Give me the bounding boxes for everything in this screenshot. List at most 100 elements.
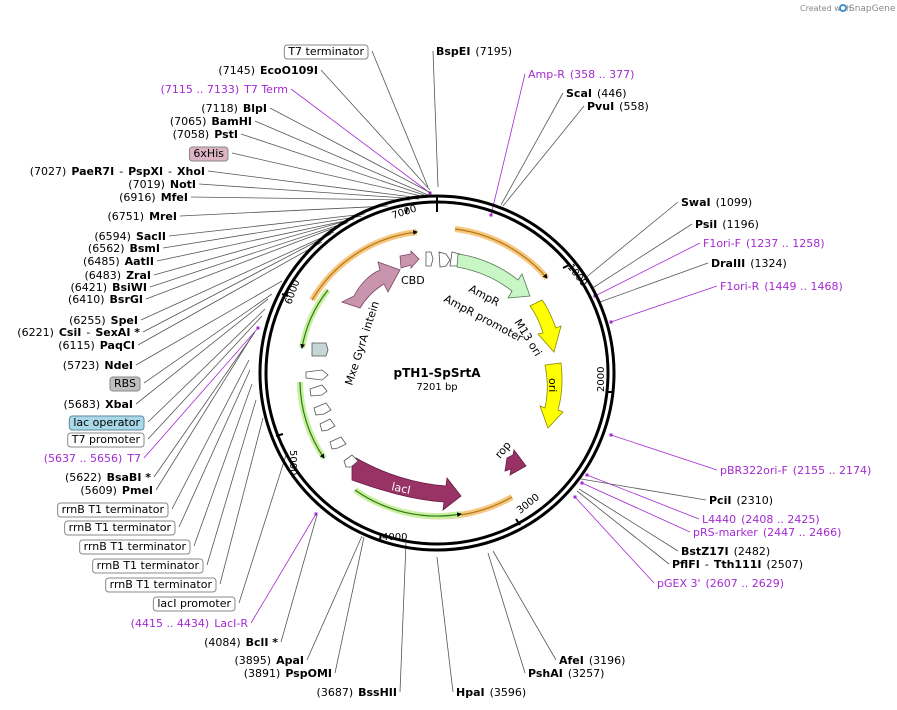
- leader-line: [334, 536, 365, 674]
- small-feature-7: [319, 418, 336, 432]
- map-label[interactable]: T7 promoter: [67, 432, 145, 448]
- map-label[interactable]: (6410)BsrGI: [68, 293, 143, 306]
- map-label[interactable]: ScaI(446): [566, 87, 627, 100]
- small-feature-8: [329, 436, 347, 450]
- label-part: EcoO109I: [260, 64, 318, 77]
- map-label[interactable]: (5723)NdeI: [63, 359, 133, 372]
- map-label[interactable]: (7115 .. 7133)T7 Term: [161, 83, 288, 96]
- map-label[interactable]: (3891)PspOMI: [244, 667, 332, 680]
- map-label[interactable]: (3895)ApaI: [235, 654, 304, 667]
- map-label[interactable]: (5637 .. 5656)T7: [44, 452, 141, 465]
- map-label[interactable]: lac operator: [68, 415, 145, 431]
- label-part: pGEX 3': [657, 577, 701, 590]
- label-part: (7195): [475, 45, 512, 58]
- map-label[interactable]: (6115)PaqCI: [58, 339, 135, 352]
- map-label[interactable]: (5683)XbaI: [64, 398, 133, 411]
- map-label[interactable]: Amp-R(358 .. 377): [528, 68, 634, 81]
- label-part: PmeI: [122, 484, 153, 497]
- leader-line: [162, 215, 363, 249]
- map-label[interactable]: (6751)MreI: [107, 210, 177, 223]
- label-part: F1ori-R: [720, 280, 760, 293]
- map-label[interactable]: (7019)NotI: [128, 178, 196, 191]
- label-part: BsiWI: [112, 281, 147, 294]
- label-part: PspOMI: [285, 667, 332, 680]
- map-label[interactable]: AfeI(3196): [559, 654, 625, 667]
- map-label[interactable]: (7058)PstI: [173, 128, 238, 141]
- map-label[interactable]: (6916)MfeI: [119, 191, 188, 204]
- leader-line: [250, 513, 317, 624]
- label-part: rrnB T1 terminator: [84, 540, 187, 553]
- leader-line: [168, 213, 366, 237]
- map-label[interactable]: F1ori-F(1237 .. 1258): [703, 237, 825, 250]
- map-label[interactable]: SwaI(1099): [681, 196, 752, 209]
- leader-line: [574, 496, 655, 584]
- label-part: (1237 .. 1258): [746, 237, 825, 250]
- leader-line: [156, 218, 355, 262]
- label-part: PvuI: [587, 100, 614, 113]
- map-label[interactable]: (7027)PaeR7I-PspXI-XhoI: [30, 165, 205, 178]
- label-part: PshAI: [528, 667, 563, 680]
- label-part: MreI: [149, 210, 177, 223]
- green-arcs: [297, 288, 462, 519]
- leader-line: [576, 490, 670, 565]
- map-label[interactable]: (5609)PmeI: [80, 484, 153, 497]
- leader-line: [147, 315, 263, 440]
- map-label[interactable]: rrnB T1 terminator: [57, 502, 169, 518]
- map-label[interactable]: (6483)ZraI: [85, 269, 152, 282]
- map-label[interactable]: PciI(2310): [709, 494, 773, 507]
- map-label[interactable]: (6594)SacII: [94, 230, 166, 243]
- label-part: NdeI: [104, 359, 133, 372]
- small-feature-3: [311, 342, 329, 357]
- map-label[interactable]: rrnB T1 terminator: [79, 539, 191, 555]
- map-label[interactable]: PflFI-Tth111I(2507): [672, 558, 803, 571]
- map-label[interactable]: pGEX 3'(2607 .. 2629): [657, 577, 784, 590]
- map-label[interactable]: L4440(2408 .. 2425): [702, 513, 820, 526]
- label-part: AatII: [125, 255, 154, 268]
- label-part: Tth111I: [714, 558, 762, 571]
- label-part: Amp-R: [528, 68, 565, 81]
- label-part: -: [119, 165, 123, 178]
- map-label[interactable]: (5622)BsaBI *: [65, 471, 151, 484]
- map-label[interactable]: DraIII(1324): [711, 257, 787, 270]
- map-label[interactable]: HpaI(3596): [456, 686, 526, 699]
- map-label[interactable]: BspEI(7195): [436, 45, 512, 58]
- leader-line: [583, 201, 679, 280]
- map-label[interactable]: (4415 .. 4434)LacI-R: [131, 617, 249, 630]
- map-label[interactable]: (6421)BsiWI: [70, 281, 147, 294]
- map-label[interactable]: pRS-marker(2447 .. 2466): [693, 526, 841, 539]
- map-label[interactable]: lacI promoter: [152, 596, 236, 612]
- map-label[interactable]: rrnB T1 terminator: [105, 577, 217, 593]
- map-label[interactable]: RBS: [109, 376, 141, 392]
- map-label[interactable]: PshAI(3257): [528, 667, 604, 680]
- map-label[interactable]: (6221)CsiI-SexAI *: [17, 326, 140, 339]
- map-label[interactable]: 6xHis: [188, 146, 229, 162]
- map-label[interactable]: (6255)SpeI: [69, 314, 138, 327]
- small-feature-4: [305, 369, 329, 381]
- label-part: (7058): [173, 128, 210, 141]
- ori-arrow: [539, 362, 564, 429]
- map-label[interactable]: (6562)BsmI: [88, 242, 160, 255]
- map-label[interactable]: PvuI(558): [587, 100, 649, 113]
- label-part: L4440: [702, 513, 736, 526]
- map-label[interactable]: rrnB T1 terminator: [64, 520, 176, 536]
- leader-line: [137, 241, 323, 346]
- map-label[interactable]: T7 terminator: [283, 44, 369, 60]
- label-part: MfeI: [161, 191, 188, 204]
- leader-line: [140, 231, 335, 321]
- map-label[interactable]: pBR322ori-F(2155 .. 2174): [720, 464, 871, 477]
- leader-line: [143, 327, 259, 459]
- map-label[interactable]: (6485)AatII: [83, 255, 154, 268]
- map-label[interactable]: (7118)BlpI: [201, 102, 267, 115]
- map-label[interactable]: (7145) EcoO109I: [218, 64, 318, 77]
- map-label[interactable]: (3687)BssHII: [317, 686, 397, 699]
- label-part: (2447 .. 2466): [763, 526, 842, 539]
- map-label[interactable]: PsiI(1196): [695, 218, 759, 231]
- label-part: (3895): [235, 654, 272, 667]
- map-label[interactable]: (4084)BclI *: [204, 636, 278, 649]
- map-label[interactable]: rrnB T1 terminator: [92, 558, 204, 574]
- label-part: -: [168, 165, 172, 178]
- map-label[interactable]: BstZ17I(2482): [681, 545, 770, 558]
- map-label[interactable]: F1ori-R(1449 .. 1468): [720, 280, 843, 293]
- map-label[interactable]: (7065)BamHI: [170, 115, 252, 128]
- label-part: (7145): [218, 64, 255, 77]
